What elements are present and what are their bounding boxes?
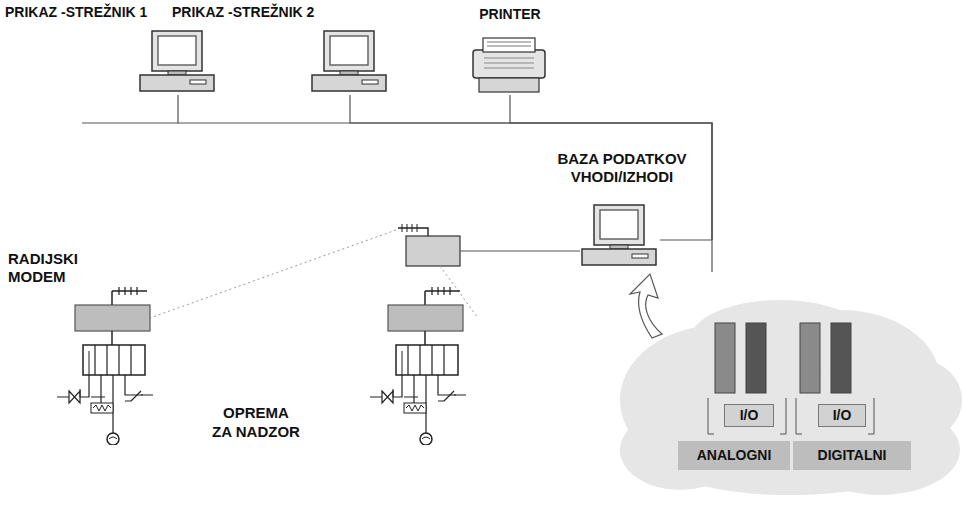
network-bus (510, 95, 712, 240)
signal-bars (715, 323, 851, 393)
database-icon (582, 205, 656, 265)
node-label: DIGITALNI (818, 447, 887, 464)
network-bus (350, 95, 712, 240)
node-label: I/O (740, 407, 759, 424)
node-label: ANALOGNI (697, 447, 772, 464)
io-box: I/O (724, 404, 774, 427)
radio-base-station (398, 224, 580, 266)
data-arrow (630, 274, 662, 338)
network-bus (178, 95, 712, 240)
radio-link (150, 230, 396, 318)
node-label: BAZA PODATKOV VHODI/IZHODI (532, 150, 712, 186)
rtu-2 (370, 287, 466, 445)
server-node: PRIKAZ -STREŽNIK 2 (172, 4, 380, 95)
printer-icon (473, 38, 545, 92)
node-label: I/O (833, 407, 852, 424)
equipment-label: OPREMA ZA NADZOR (212, 404, 300, 442)
node-label: PRINTER (465, 6, 555, 23)
bus-end (82, 122, 178, 123)
bus-end (711, 240, 712, 272)
cloud (620, 300, 962, 495)
signal-band: ANALOGNI (678, 441, 790, 470)
printer-node: PRINTER (465, 6, 555, 95)
io-box: I/O (818, 404, 866, 427)
modem-label-node: RADIJSKI MODEM (8, 250, 104, 294)
server-2-icon (312, 31, 386, 91)
node-label: PRIKAZ -STREŽNIK 2 (172, 4, 380, 21)
database-link (660, 239, 712, 240)
brackets (708, 398, 874, 434)
node-label: RADIJSKI MODEM (8, 250, 104, 286)
rtu-1 (57, 287, 153, 445)
database-node: BAZA PODATKOV VHODI/IZHODI (532, 150, 712, 272)
signal-band: DIGITALNI (793, 441, 911, 470)
server-1-icon (140, 31, 214, 91)
